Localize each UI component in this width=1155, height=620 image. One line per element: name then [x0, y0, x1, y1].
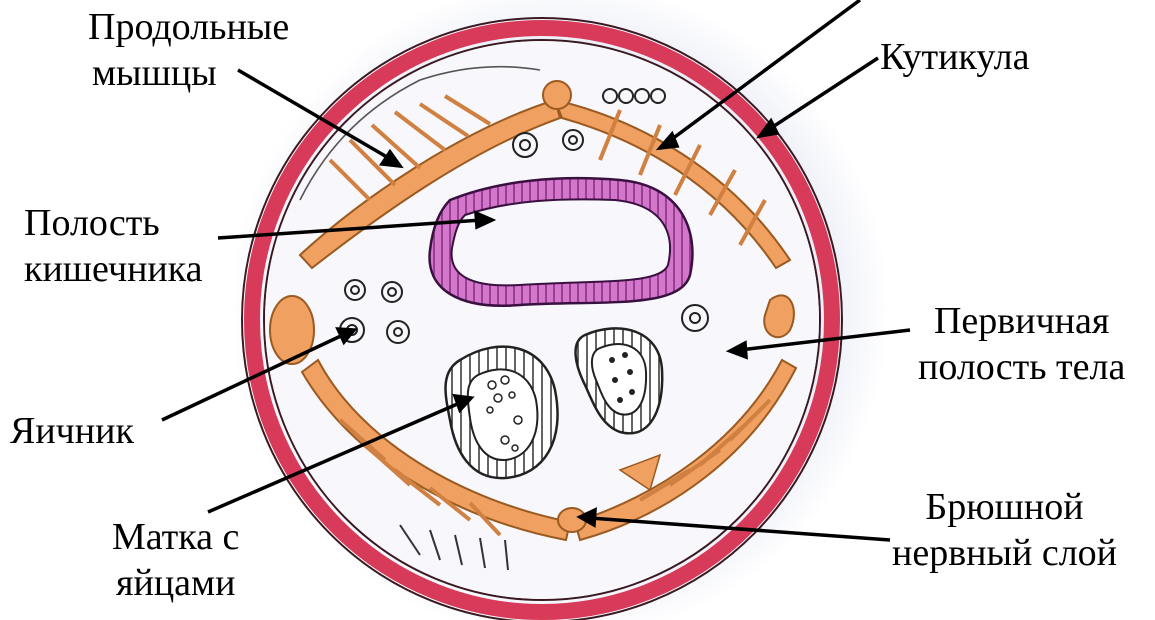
label-line: яйцами — [112, 560, 239, 606]
label-line: Первичная — [918, 298, 1125, 344]
lateral-cord-left — [270, 296, 314, 364]
label-primary-body-cavity: Первичная полость тела — [918, 298, 1125, 390]
label-line: Продольные — [88, 4, 289, 50]
label-line: Брюшной — [892, 484, 1117, 530]
label-line: Яичник — [10, 408, 134, 454]
label-line: Матка с — [112, 514, 239, 560]
label-line: кишечника — [24, 246, 203, 292]
label-cuticle: Кутикула — [880, 34, 1030, 80]
label-line: мышцы — [88, 50, 289, 96]
intestine-lumen — [452, 199, 670, 285]
label-gut-cavity: Полость кишечника — [24, 200, 203, 292]
label-line: Кутикула — [880, 34, 1030, 80]
label-ovary: Яичник — [10, 408, 134, 454]
dorsal-nerve — [543, 81, 571, 109]
label-line: Полость — [24, 200, 203, 246]
lateral-cord-right — [764, 295, 794, 337]
label-longitudinal-muscles: Продольные мышцы — [88, 4, 289, 96]
label-line: нервный слой — [892, 530, 1117, 576]
label-uterus-with-eggs: Матка с яйцами — [112, 514, 239, 606]
label-ventral-nerve: Брюшной нервный слой — [892, 484, 1117, 576]
label-line: полость тела — [918, 344, 1125, 390]
